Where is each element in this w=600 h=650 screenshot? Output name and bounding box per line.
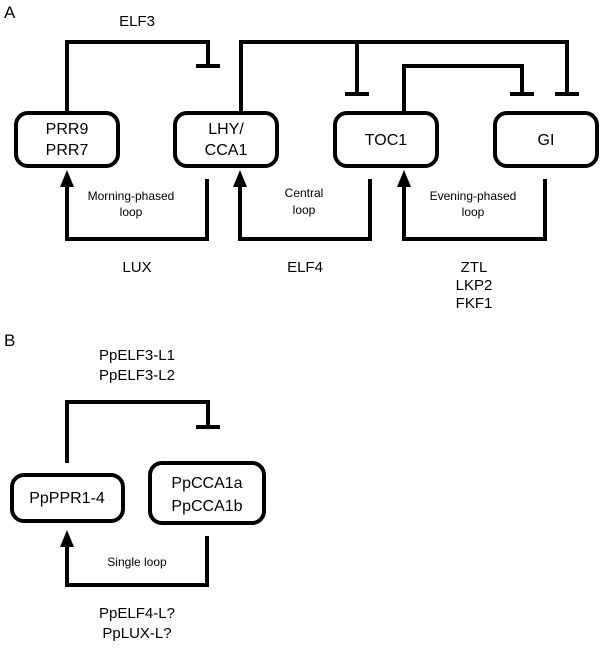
arrowhead-ppprr (60, 530, 74, 547)
node-label-line: LHY/ (208, 121, 244, 138)
panel-a-edges (60, 40, 579, 241)
regulator-line: FKF1 (456, 295, 493, 312)
regulator-ztl-lkp2-fkf1: ZTL LKP2 FKF1 (456, 259, 493, 312)
node-label-line: PRR9 (46, 121, 89, 138)
regulator-line: ZTL (461, 259, 488, 276)
repression-edge-ppprr-to-ppcca1 (65, 400, 210, 463)
activation-edge-toc1-to-lhy (238, 179, 372, 241)
arrowhead-toc1 (397, 170, 411, 187)
arrowhead-prr (60, 170, 74, 187)
loop-label-morning: Morning-phased loop (88, 189, 175, 219)
panel-b-edges (60, 400, 220, 587)
activation-edge-ppcca1-to-ppprr (65, 536, 209, 587)
node-label-line: PpPPR1-4 (29, 490, 105, 507)
panel-a-label: A (4, 3, 16, 22)
regulator-ppelf3: PpELF3-L1 PpELF3-L2 (99, 347, 175, 384)
repression-edge-prr-to-lhy (65, 40, 210, 113)
repression-edge-lhy-to-gi (239, 40, 569, 113)
node-box (10, 473, 125, 523)
panel-b: B PpPPR1-4 PpCCA1a PpCCA1b PpELF3-L1 PpE… (4, 331, 266, 642)
node-ppcca1: PpCCA1a PpCCA1b (148, 461, 266, 525)
loop-label-line: Evening-phased (430, 189, 517, 203)
panel-b-label: B (4, 331, 15, 350)
regulator-elf4: ELF4 (287, 259, 323, 276)
node-box (148, 461, 266, 525)
node-box (493, 111, 599, 168)
node-toc1: TOC1 (333, 111, 439, 168)
node-box (173, 111, 279, 168)
loop-label-line: loop (120, 205, 143, 219)
loop-label-single: Single loop (107, 555, 167, 569)
regulator-line: PpELF3-L1 (99, 347, 175, 364)
node-gi: GI (493, 111, 599, 168)
repression-edge-toc1-to-gi (402, 64, 524, 113)
node-lhy-cca1: LHY/ CCA1 (173, 111, 279, 168)
node-label-line: CCA1 (205, 142, 248, 159)
node-prr9-prr7: PRR9 PRR7 (14, 111, 120, 168)
regulator-line: LKP2 (456, 277, 493, 294)
arrowhead-lhy (233, 170, 247, 187)
node-label-line: GI (538, 132, 555, 149)
node-box (333, 111, 439, 168)
loop-label-line: loop (293, 203, 316, 217)
regulator-line: PpELF4-L? (99, 605, 175, 622)
node-label-line: TOC1 (365, 132, 407, 149)
regulator-elf3: ELF3 (119, 13, 155, 30)
regulator-ppelf4-pplux: PpELF4-L? PpLUX-L? (99, 605, 175, 642)
node-box (14, 111, 120, 168)
activation-edge-lhy-to-prr (65, 179, 209, 241)
node-ppprr1-4: PpPPR1-4 (10, 473, 125, 523)
regulator-line: PpELF3-L2 (99, 367, 175, 384)
loop-label-central: Central loop (285, 186, 324, 217)
node-label-line: PpCCA1a (171, 475, 242, 492)
loop-label-line: Central (285, 186, 324, 200)
loop-label-line: Morning-phased (88, 189, 175, 203)
loop-label-evening: Evening-phased loop (430, 189, 517, 219)
panel-a: A PRR9 PR (4, 3, 599, 312)
regulator-line: PpLUX-L? (102, 625, 171, 642)
loop-label-line: loop (462, 205, 485, 219)
node-label-line: PpCCA1b (171, 498, 242, 515)
node-label-line: PRR7 (46, 142, 89, 159)
activation-edge-gi-to-toc1 (402, 179, 547, 241)
regulator-lux: LUX (122, 259, 151, 276)
